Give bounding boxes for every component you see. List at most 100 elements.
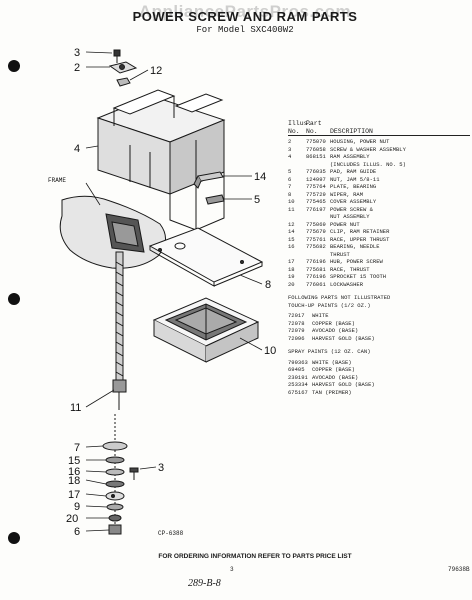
table-cell [288, 161, 306, 169]
callout-3-bottom: 3 [158, 462, 164, 474]
callout-12: 12 [150, 65, 162, 77]
binder-hole-bottom [8, 532, 20, 544]
cover-assembly [152, 297, 260, 363]
table-cell: 775679 [306, 228, 326, 235]
table-cell: 16 [288, 243, 295, 250]
callout-3-top: 3 [74, 47, 80, 59]
table-cell: POWER SCREW & [330, 205, 373, 213]
table-cell: COPPER (BASE) [312, 366, 355, 373]
table-cell: SPROCKET 15 TOOTH [330, 273, 387, 280]
power-screw-assembly [112, 251, 127, 410]
table-cell: 775764 [306, 183, 326, 190]
callout-4: 4 [74, 143, 80, 155]
table-cell: CLIP, RAM RETAINER [330, 228, 390, 235]
callout-14: 14 [254, 171, 266, 183]
screw-washer-assembly [113, 49, 121, 63]
table-cell: PLATE, BEARING [330, 183, 377, 190]
table-cell: 5 [288, 168, 292, 175]
table-cell: WHITE [312, 312, 329, 319]
table-cell: COVER ASSEMBLY [330, 198, 377, 205]
spray-title: SPRAY PAINTS (12 OZ. CAN) [288, 348, 371, 355]
table-cell: (INCLUDES ILLUS. NO. 5) [330, 160, 406, 168]
power-nut-housing [108, 61, 138, 74]
header-no: No. [288, 127, 300, 135]
table-row: (INCLUDES ILLUS. NO. 5) [288, 161, 470, 169]
table-cell: 8 [288, 190, 292, 198]
binder-hole-middle [8, 293, 20, 305]
callout-18: 18 [68, 475, 80, 487]
table-cell: POWER NUT [330, 220, 360, 228]
callout-9: 9 [74, 501, 80, 513]
table-cell: THRUST [330, 250, 350, 258]
table-cell: 72096 [288, 334, 305, 342]
table-cell: 4 [288, 153, 292, 160]
table-cell: SCREW & WASHER ASSEMBLY [330, 145, 406, 153]
handwritten-note: 289-B-8 [188, 578, 221, 589]
table-cell: 776196 [306, 258, 326, 265]
table-cell: 20 [288, 280, 295, 288]
table-cell: 2 [288, 138, 292, 145]
table-cell: PAD, RAM GUIDE [330, 168, 377, 175]
callout-5: 5 [254, 194, 260, 206]
document-number: 79638B [448, 566, 470, 573]
table-row: 11 776197 POWER SCREW & [288, 206, 470, 214]
table-cell: 72078 [288, 319, 305, 327]
table-cell: HARVEST GOLD (BASE) [312, 334, 375, 342]
table-cell: 775761 [306, 235, 326, 243]
table-cell: HARVEST GOLD (BASE) [312, 381, 375, 388]
bearing-stack [102, 414, 139, 535]
table-cell: LOCKWASHER [330, 280, 364, 288]
table-cell: 11 [288, 205, 295, 213]
table-cell: 868151 [306, 153, 326, 160]
table-cell: 7 [288, 183, 292, 190]
touch-up-section: FOLLOWING PARTS NOT ILLUSTRATED TOUCH-UP… [288, 294, 470, 342]
parts-table-header-top: Illus. Part [288, 120, 470, 128]
table-cell: 14 [288, 228, 295, 235]
table-cell: RACE, THRUST [330, 265, 370, 273]
header-description: DESCRIPTION [330, 127, 373, 135]
table-cell: 6 [288, 175, 292, 183]
page-number: 3 [230, 566, 234, 573]
callout-11: 11 [70, 402, 81, 414]
table-cell: 675167 [288, 388, 308, 396]
table-cell: 69405 [288, 366, 305, 373]
table-cell: 253334 [288, 381, 308, 388]
ram-wiper [148, 227, 264, 287]
table-cell: 775070 [306, 138, 326, 145]
binder-hole-top [8, 60, 20, 72]
table-cell: 776197 [306, 205, 326, 213]
table-cell: AVOCADO (BASE) [312, 327, 359, 334]
table-row: 14 775679 CLIP, RAM RETAINER [288, 228, 470, 236]
table-cell: 19 [288, 273, 295, 280]
callout-6: 6 [74, 526, 80, 538]
callout-16: 16 [68, 466, 80, 478]
callout-17: 17 [68, 489, 80, 501]
table-cell [306, 251, 330, 259]
table-cell: 776058 [306, 145, 326, 153]
table-cell: 775465 [306, 198, 326, 205]
table-cell: 15 [288, 235, 295, 243]
header-illus: Illus. [288, 120, 312, 127]
table-cell: 775069 [306, 220, 326, 228]
callout-20: 20 [66, 513, 78, 525]
table-row: 7 775764 PLATE, BEARING [288, 183, 470, 191]
ordering-note: FOR ORDERING INFORMATION REFER TO PARTS … [158, 553, 352, 560]
header-part-no: No. [306, 127, 318, 135]
table-cell [288, 213, 306, 221]
frame [59, 195, 166, 269]
page-subtitle: For Model SXC400W2 [196, 25, 294, 35]
